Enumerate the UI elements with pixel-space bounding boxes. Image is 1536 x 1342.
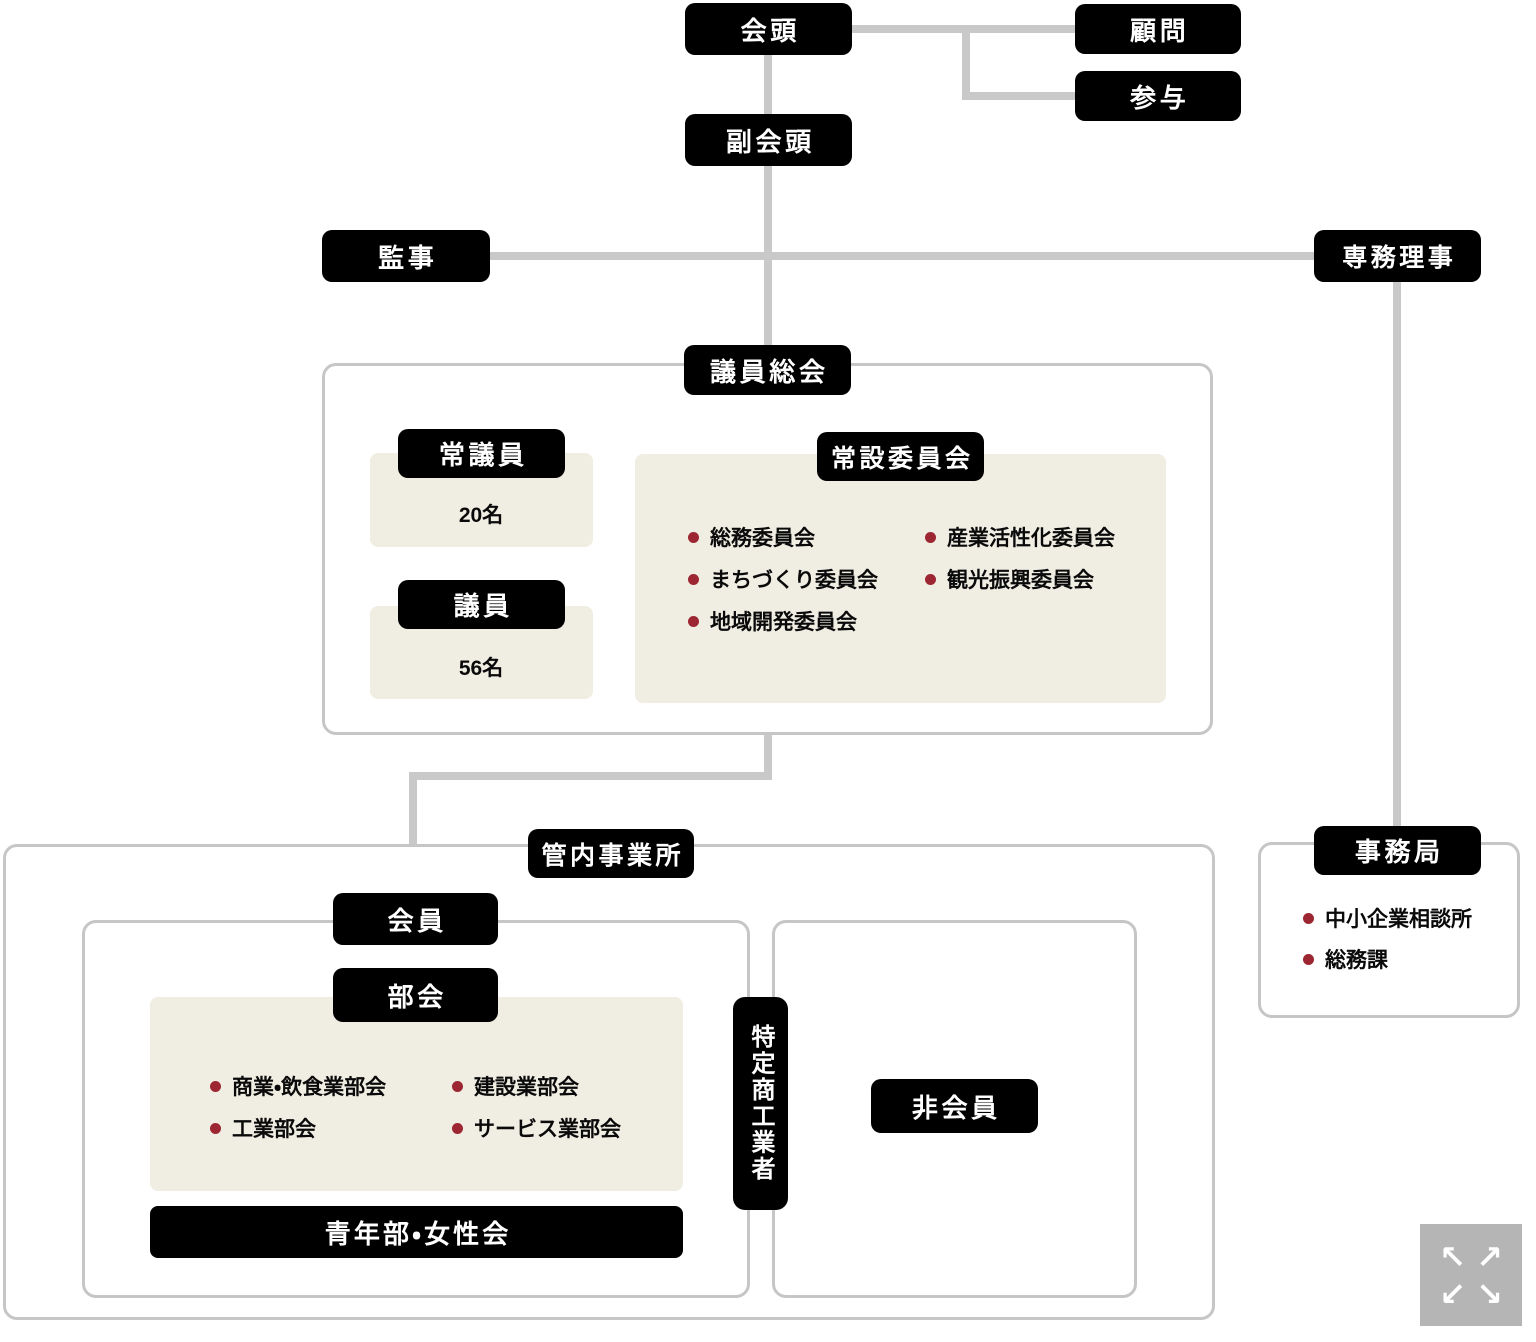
committee-item: 地域開発委員会 bbox=[688, 607, 857, 635]
bullet-icon bbox=[688, 531, 699, 543]
committee-label: 観光振興委員会 bbox=[947, 569, 1094, 592]
bullet-icon bbox=[452, 1080, 463, 1092]
node-jurisdiction: 管内事業所 bbox=[528, 829, 694, 878]
connector-auditor-managing-director bbox=[490, 252, 1314, 260]
section-label: サービス業部会 bbox=[474, 1118, 621, 1141]
expand-arrow-top-right-icon: ↗ bbox=[1476, 1237, 1503, 1276]
standing-councilor-count: 20名 bbox=[458, 504, 504, 527]
connector-managing-director-secretariat bbox=[1393, 282, 1401, 828]
node-advisor: 顧問 bbox=[1075, 4, 1241, 54]
node-standing-councilor: 常議員 bbox=[398, 429, 565, 478]
node-counselor: 参与 bbox=[1075, 71, 1241, 121]
node-auditor: 監事 bbox=[322, 230, 490, 282]
node-specified-traders: 特定商工業者 bbox=[733, 997, 788, 1210]
committee-item: 観光振興委員会 bbox=[925, 565, 1094, 593]
committee-label: まちづくり委員会 bbox=[710, 569, 878, 592]
bullet-icon bbox=[1303, 912, 1314, 924]
fullscreen-expand-button[interactable]: ↖ ↗ ↙ ↘ bbox=[1420, 1224, 1522, 1326]
node-non-member: 非会員 bbox=[871, 1079, 1038, 1133]
section-item: 商業・飲食業部会 bbox=[210, 1072, 386, 1100]
section-label: 工業部会 bbox=[232, 1118, 316, 1141]
node-advisor-label: 顧問 bbox=[1130, 15, 1190, 46]
section-label: 建設業部会 bbox=[474, 1076, 579, 1099]
connector-president-vicepresident bbox=[764, 54, 772, 116]
committee-label: 産業活性化委員会 bbox=[947, 527, 1115, 550]
committee-item: 総務委員会 bbox=[688, 523, 815, 551]
node-secretariat: 事務局 bbox=[1314, 826, 1481, 875]
node-jurisdiction-label: 管内事業所 bbox=[541, 841, 684, 870]
committees-bg bbox=[635, 454, 1166, 703]
node-assembly: 議員総会 bbox=[684, 345, 851, 395]
node-assembly-label: 議員総会 bbox=[710, 356, 829, 387]
node-member: 会員 bbox=[333, 893, 498, 945]
node-managing-director-label: 専務理事 bbox=[1342, 244, 1457, 272]
section-item: サービス業部会 bbox=[452, 1114, 621, 1142]
connector-assembly-box-drop bbox=[764, 733, 772, 780]
committee-item: 産業活性化委員会 bbox=[925, 523, 1115, 551]
connector-elbow-horizontal bbox=[409, 772, 772, 780]
node-sections: 部会 bbox=[333, 968, 498, 1022]
secretariat-item-label: 総務課 bbox=[1325, 949, 1388, 972]
node-vice-president-label: 副会頭 bbox=[725, 126, 815, 157]
node-secretariat-label: 事務局 bbox=[1354, 837, 1444, 867]
bullet-icon bbox=[925, 573, 936, 585]
expand-arrow-bottom-right-icon: ↘ bbox=[1476, 1274, 1503, 1313]
node-vice-president: 副会頭 bbox=[685, 114, 852, 166]
bullet-icon bbox=[925, 531, 936, 543]
sections-bg bbox=[150, 997, 683, 1191]
node-youth-women-label: 青年部・女性会 bbox=[324, 1218, 512, 1249]
bullet-icon bbox=[1303, 953, 1314, 965]
node-non-member-label: 非会員 bbox=[911, 1092, 1001, 1123]
node-councilor: 議員 bbox=[398, 580, 565, 629]
bullet-icon bbox=[210, 1122, 221, 1134]
secretariat-item: 総務課 bbox=[1303, 945, 1388, 973]
connector-elbow-member-drop bbox=[409, 772, 417, 896]
bullet-icon bbox=[210, 1080, 221, 1092]
node-auditor-label: 監事 bbox=[378, 242, 438, 273]
secretariat-item-label: 中小企業相談所 bbox=[1325, 908, 1472, 931]
secretariat-item: 中小企業相談所 bbox=[1303, 904, 1472, 932]
committee-label: 地域開発委員会 bbox=[710, 611, 857, 634]
node-youth-women: 青年部・女性会 bbox=[150, 1206, 683, 1258]
expand-arrow-bottom-left-icon: ↙ bbox=[1439, 1274, 1466, 1313]
bullet-icon bbox=[688, 573, 699, 585]
node-standing-committees-label: 常設委員会 bbox=[830, 444, 974, 473]
section-label: 商業・飲食業部会 bbox=[232, 1076, 387, 1099]
node-president: 会頭 bbox=[685, 3, 852, 55]
node-member-label: 会員 bbox=[387, 905, 447, 936]
node-managing-director: 専務理事 bbox=[1314, 230, 1481, 282]
node-standing-committees: 常設委員会 bbox=[817, 432, 984, 481]
committee-item: まちづくり委員会 bbox=[688, 565, 878, 593]
committee-label: 総務委員会 bbox=[710, 527, 815, 550]
expand-arrow-top-left-icon: ↖ bbox=[1439, 1237, 1466, 1276]
node-specified-traders-label: 特定商工業者 bbox=[747, 1024, 774, 1183]
councilor-count: 56名 bbox=[458, 657, 504, 680]
connector-branch-counselor bbox=[962, 92, 1075, 100]
bullet-icon bbox=[688, 615, 699, 627]
node-councilor-label: 議員 bbox=[453, 591, 513, 621]
connector-advisor-branch-vertical bbox=[962, 25, 970, 100]
node-president-label: 会頭 bbox=[740, 15, 800, 46]
section-item: 建設業部会 bbox=[452, 1072, 579, 1100]
bullet-icon bbox=[452, 1122, 463, 1134]
node-counselor-label: 参与 bbox=[1130, 82, 1190, 113]
node-sections-label: 部会 bbox=[387, 981, 447, 1012]
section-item: 工業部会 bbox=[210, 1114, 316, 1142]
node-standing-councilor-label: 常議員 bbox=[438, 440, 528, 470]
